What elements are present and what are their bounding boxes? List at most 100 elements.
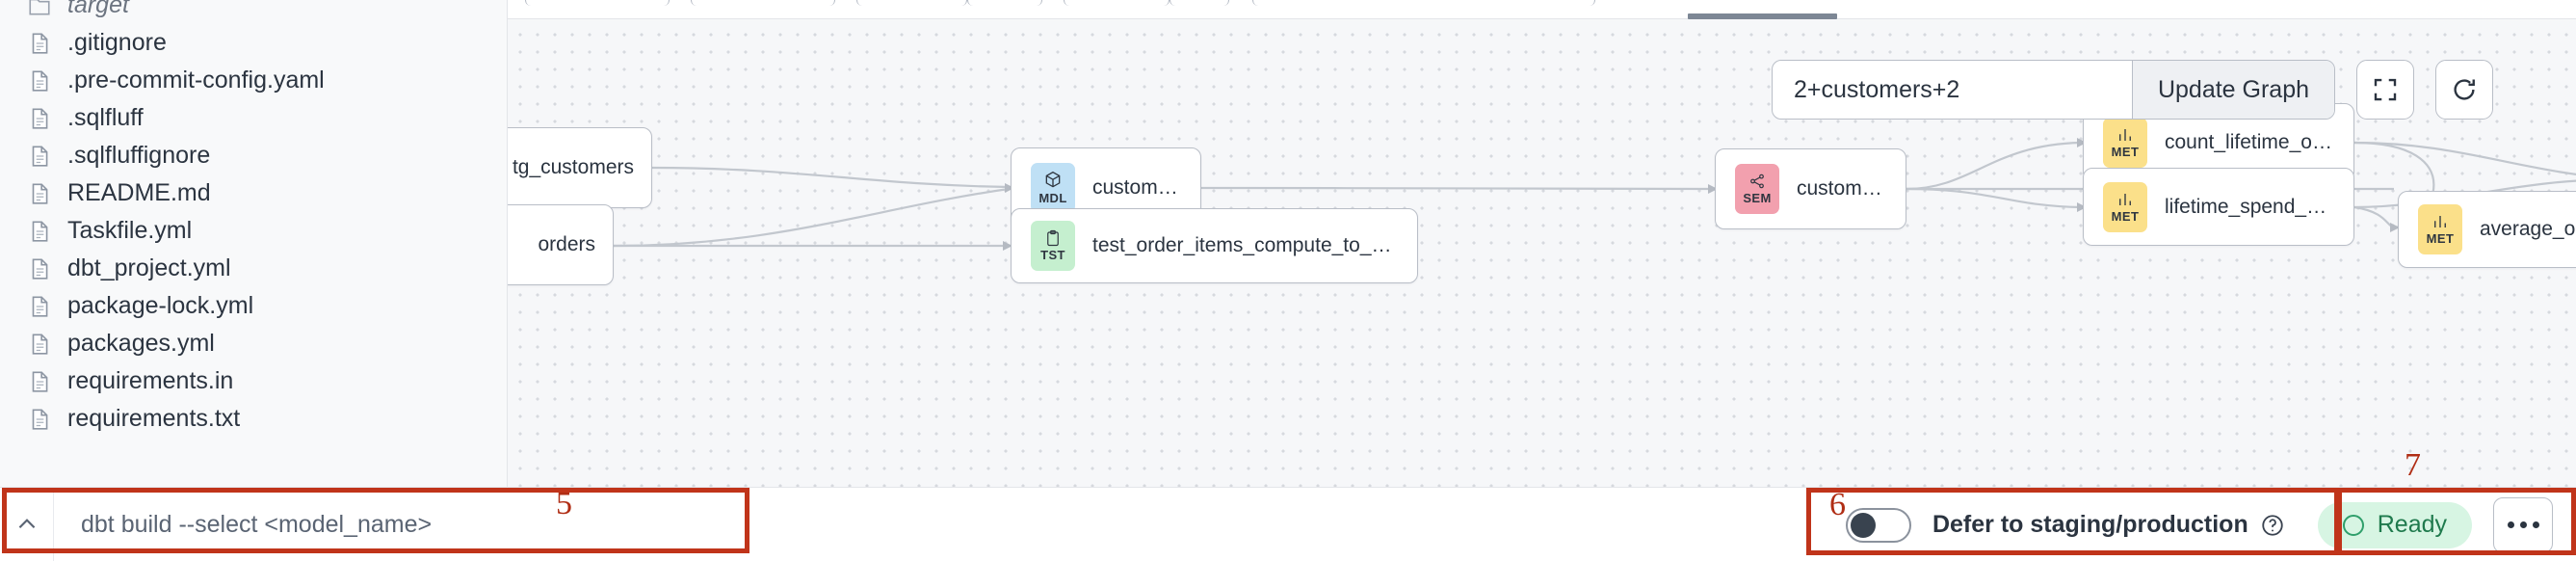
file-icon — [32, 182, 48, 204]
bar-chart-icon — [2434, 216, 2446, 227]
file-icon — [32, 370, 48, 392]
graph-node-test-order-items[interactable]: TST test_order_items_compute_to_bools… — [1011, 208, 1418, 283]
file-row-packages[interactable]: packages.yml — [0, 325, 507, 362]
file-icon — [32, 32, 48, 54]
bar-chart-icon — [2119, 128, 2131, 141]
graph-node-orders[interactable]: orders — [508, 204, 614, 285]
folder-icon — [29, 0, 50, 14]
file-row-readme[interactable]: README.md — [0, 174, 507, 212]
file-name: .pre-commit-config.yaml — [67, 67, 325, 94]
semantic-badge: SEM — [1735, 164, 1779, 214]
fullscreen-button[interactable] — [2356, 60, 2414, 120]
file-row-requirements-txt[interactable]: requirements.txt — [0, 400, 507, 438]
node-label: orders — [538, 233, 595, 255]
refresh-button[interactable] — [2435, 60, 2493, 120]
file-name: target — [67, 0, 129, 18]
file-name: Taskfile.yml — [67, 217, 193, 244]
defer-toggle[interactable] — [1845, 507, 1911, 543]
badge-text: MDL — [1038, 191, 1067, 205]
refresh-icon — [2454, 79, 2475, 100]
file-row-requirements-in[interactable]: requirements.in — [0, 362, 507, 400]
graph-selector-input[interactable] — [1773, 61, 2132, 119]
bar-chart-icon — [2119, 193, 2131, 205]
more-options-button[interactable] — [2493, 496, 2553, 553]
file-name: README.md — [67, 179, 211, 206]
badge-text: MET — [2111, 144, 2140, 159]
metric-badge: MET — [2103, 181, 2147, 232]
command-input[interactable]: dbt build --select <model_name> — [81, 510, 433, 538]
status-bar-right-group: Defer to staging/production Ready — [1845, 488, 2576, 561]
graph-selector-group: Update Graph — [1772, 60, 2335, 120]
ellipsis-icon — [2519, 521, 2527, 528]
tab-stub[interactable] — [1064, 0, 1170, 6]
status-badge[interactable]: Ready — [2317, 501, 2472, 548]
tab-stub[interactable] — [525, 0, 670, 6]
file-name: .gitignore — [67, 29, 167, 56]
file-name: package-lock.yml — [67, 292, 254, 319]
file-icon — [32, 257, 48, 280]
tab-stub[interactable] — [967, 0, 1042, 6]
file-row-package-lock[interactable]: package-lock.yml — [0, 287, 507, 325]
tab-stub[interactable] — [1170, 0, 1229, 6]
update-graph-button[interactable]: Update Graph — [2131, 61, 2334, 119]
graph-node-stg-customers[interactable]: tg_customers — [508, 127, 652, 208]
file-name: packages.yml — [67, 330, 215, 357]
file-explorer-panel: target .gitignore .pre-commit-config.yam… — [0, 0, 508, 487]
tab-stub[interactable] — [1252, 0, 1595, 6]
file-name: requirements.in — [67, 367, 234, 394]
status-indicator-icon — [2342, 514, 2364, 536]
graph-node-customers-semantic[interactable]: SEM customers — [1715, 148, 1906, 229]
node-label: lifetime_spend_pretax — [2165, 195, 2336, 218]
file-row-pre-commit-config[interactable]: .pre-commit-config.yaml — [0, 62, 507, 99]
file-icon — [32, 220, 48, 242]
badge-text: SEM — [1743, 191, 1772, 205]
fullscreen-icon — [2374, 78, 2397, 101]
badge-text: TST — [1040, 248, 1065, 262]
tab-stub[interactable] — [856, 0, 967, 6]
node-label: count_lifetime_orders — [2165, 130, 2336, 153]
node-label: customers — [1797, 177, 1888, 200]
file-row-target[interactable]: target — [0, 0, 507, 24]
file-row-sqlfluff[interactable]: .sqlfluff — [0, 99, 507, 137]
file-row-sqlfluffignore[interactable]: .sqlfluffignore — [0, 137, 507, 174]
cube-icon — [1045, 171, 1061, 188]
chevron-up-icon — [18, 519, 35, 529]
test-badge: TST — [1031, 221, 1075, 271]
file-icon — [32, 107, 48, 129]
node-label: customers — [1092, 176, 1183, 199]
share-nodes-icon — [1750, 174, 1764, 189]
node-label: test_order_items_compute_to_bools… — [1092, 234, 1400, 256]
badge-text: MET — [2111, 208, 2140, 224]
file-row-gitignore[interactable]: .gitignore — [0, 24, 507, 62]
node-label: tg_customers — [512, 156, 634, 178]
help-circle-icon[interactable] — [2260, 513, 2285, 538]
bottom-status-bar: dbt build --select <model_name> Defer to… — [0, 487, 2576, 561]
file-row-taskfile[interactable]: Taskfile.yml — [0, 212, 507, 250]
file-icon — [32, 69, 48, 92]
file-icon — [32, 295, 48, 317]
defer-label: Defer to staging/production — [1932, 511, 2248, 538]
graph-node-lifetime-spend-pretax[interactable]: MET lifetime_spend_pretax — [2083, 168, 2354, 246]
file-name: requirements.txt — [67, 405, 241, 432]
file-icon — [32, 333, 48, 355]
metric-badge: MET — [2103, 117, 2147, 168]
ellipsis-icon — [2532, 521, 2539, 528]
graph-toolbar: Update Graph — [1772, 60, 2493, 120]
model-badge: MDL — [1031, 163, 1075, 213]
status-label: Ready — [2377, 511, 2447, 538]
ellipsis-icon — [2507, 521, 2514, 528]
file-row-dbt-project[interactable]: dbt_project.yml — [0, 250, 507, 287]
node-label: average_order_value — [2480, 218, 2576, 240]
file-icon — [32, 408, 48, 430]
graph-node-average-order-value[interactable]: MET average_order_value — [2398, 191, 2576, 268]
lineage-graph-canvas[interactable]: tg_customers orders MDL customers TST — [508, 19, 2576, 487]
clipboard-icon — [1047, 229, 1059, 247]
collapse-panel-button[interactable] — [0, 487, 54, 561]
editor-tab-strip — [508, 0, 2576, 19]
file-name: .sqlfluffignore — [67, 142, 211, 169]
file-icon — [32, 145, 48, 167]
metric-badge: MET — [2418, 204, 2462, 254]
file-name: dbt_project.yml — [67, 254, 231, 281]
active-tab-indicator — [1688, 13, 1837, 19]
tab-stub[interactable] — [691, 0, 835, 6]
